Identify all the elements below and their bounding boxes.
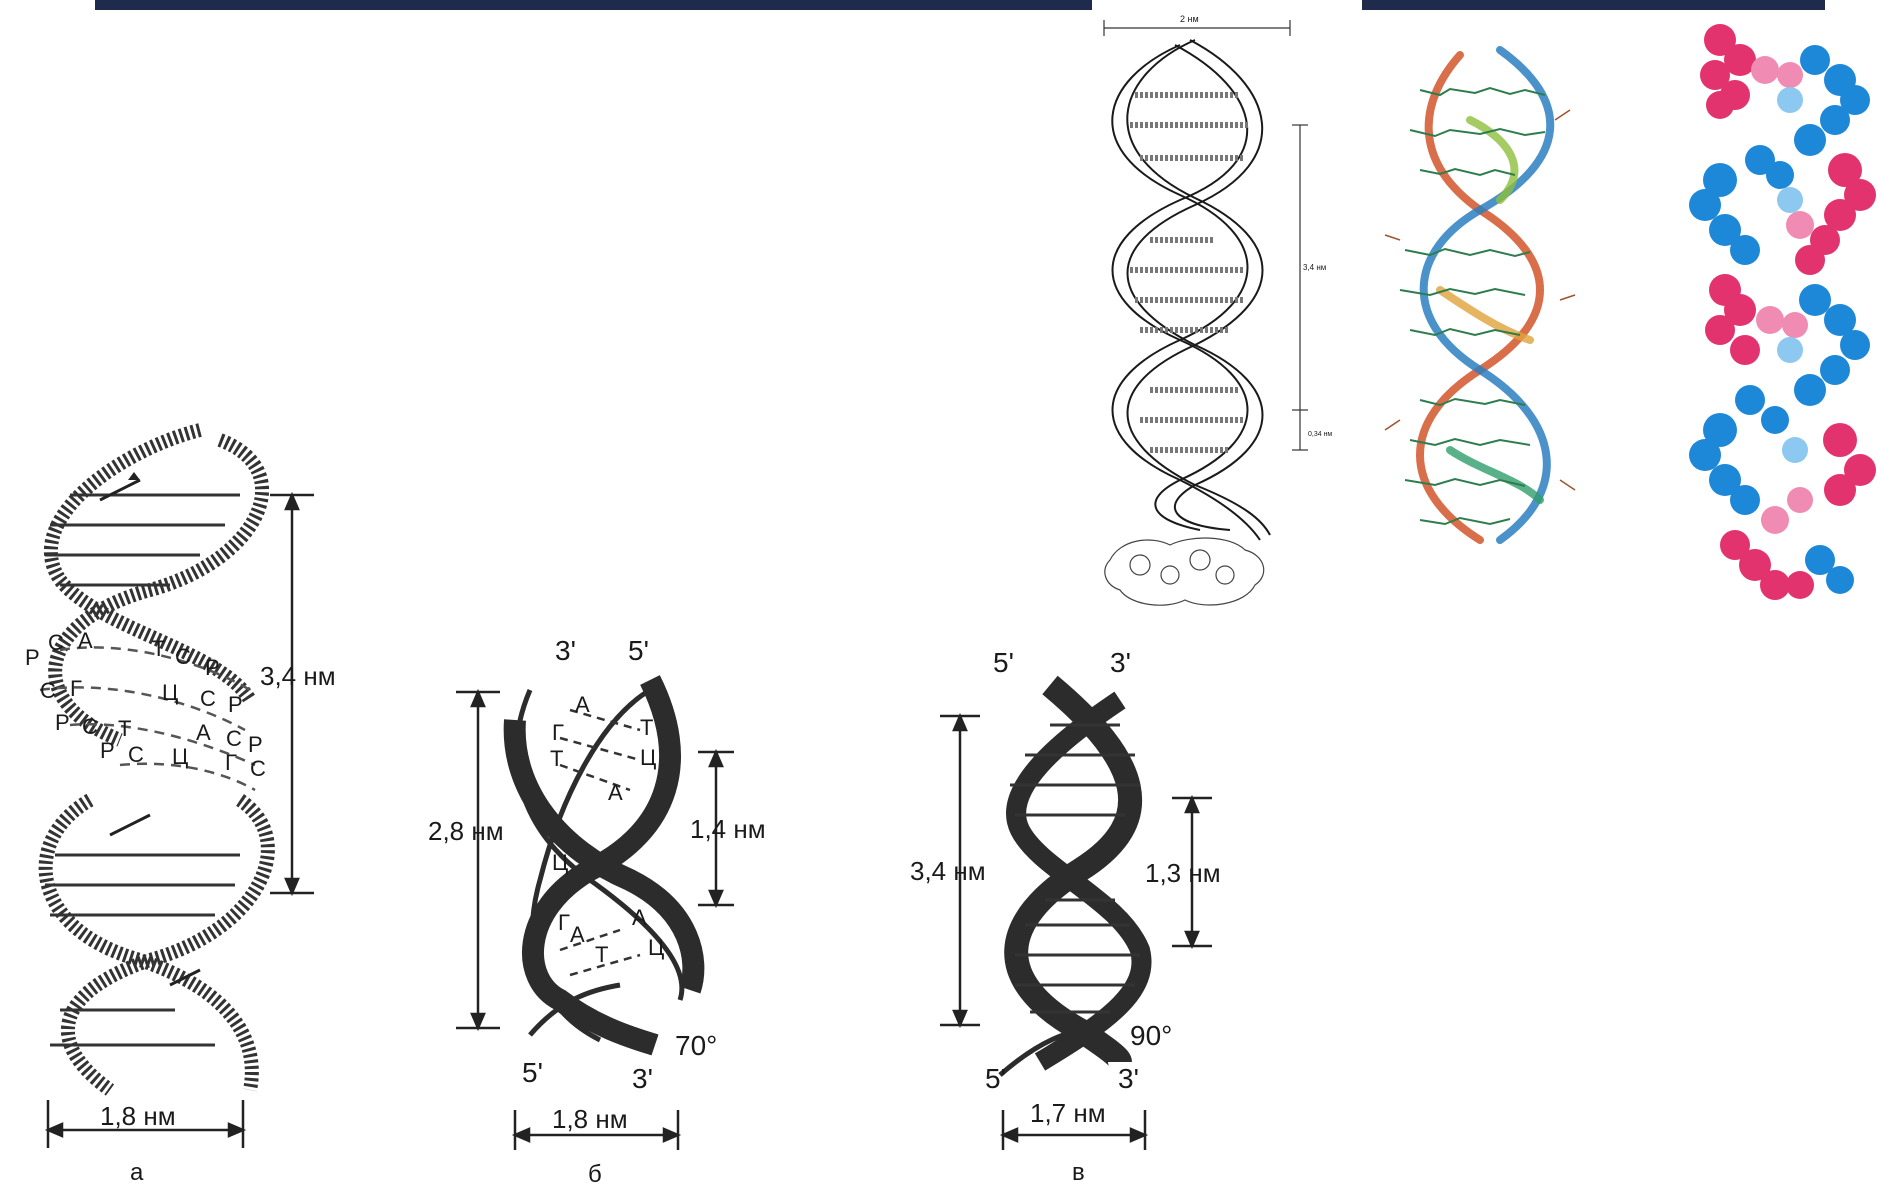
svg-text:А: А <box>632 905 647 930</box>
panel-c-end-bottom-right: 3' <box>1118 1063 1139 1094</box>
panel-b-pitch-dimension <box>456 688 500 1032</box>
svg-text:Г: Г <box>552 720 564 745</box>
panel-c-end-top-left: 5' <box>993 647 1014 678</box>
svg-text:Ц: Ц <box>162 680 178 705</box>
panel-b-helix <box>503 675 705 1056</box>
panel-c-width-label: 1,7 нм <box>1030 1098 1106 1128</box>
panel-c-caption: в <box>1072 1159 1085 1186</box>
panel-b-pitch-label: 2,8 нм <box>428 816 504 846</box>
panel-a-height-label: 3,4 нм <box>260 661 336 691</box>
svg-text:А: А <box>196 720 211 745</box>
panel-b-angle: 70° <box>675 1030 717 1061</box>
panel-a-width-label: 1,8 нм <box>100 1101 176 1131</box>
svg-text:Ц: Ц <box>648 935 664 960</box>
panel-b-width-label: 1,8 нм <box>552 1104 628 1134</box>
panel-b-end-bottom-right: 3' <box>632 1063 653 1094</box>
ribbon-dna-model: 2 нм 3,4 нм 0,34 нм <box>1092 0 1362 620</box>
svg-text:Ц: Ц <box>172 744 188 769</box>
panel-c-angle: 90° <box>1130 1020 1172 1051</box>
panel-c-half-dimension <box>1172 794 1212 950</box>
panel-c-end-top-right: 3' <box>1110 647 1131 678</box>
space-filling-dna-model <box>1689 24 1876 600</box>
svg-text:Р: Р <box>100 738 115 763</box>
svg-text:Т: Т <box>640 715 653 740</box>
svg-text:С: С <box>250 756 266 781</box>
panel-c-half-label: 1,3 нм <box>1145 858 1221 888</box>
ribbon-small-label: 0,34 нм <box>1308 431 1332 438</box>
ribbon-top-label: 2 нм <box>1180 14 1199 24</box>
svg-text:Г: Г <box>558 910 570 935</box>
panel-b-end-bottom-left: 5' <box>522 1057 543 1088</box>
svg-text:Ц: Ц <box>640 745 656 770</box>
svg-text:Т: Т <box>152 636 165 661</box>
panel-c-pitch-dimension <box>940 712 980 1029</box>
svg-text:Р: Р <box>205 655 220 680</box>
svg-text:С: С <box>128 742 144 767</box>
ribbon-side-label: 3,4 нм <box>1303 263 1326 272</box>
svg-text:С: С <box>82 714 98 739</box>
panel-b-width-dimension <box>511 1110 682 1150</box>
svg-text:Р: Р <box>25 645 40 670</box>
panel-b-end-top-left: 3' <box>555 635 576 666</box>
stick-dna-model <box>1384 46 1576 544</box>
panel-b-end-top-right: 5' <box>628 635 649 666</box>
svg-text:А: А <box>608 780 623 805</box>
svg-text:Т: Т <box>595 942 608 967</box>
panel-a-caption: а <box>130 1159 144 1186</box>
panel-c-pitch-label: 3,4 нм <box>910 856 986 886</box>
panel-b-bases: А Т Г Ц Т А Ц Г А Т А Ц <box>550 692 664 967</box>
svg-text:А: А <box>575 692 590 717</box>
svg-text:Г: Г <box>70 676 82 701</box>
panel-c-width-dimension <box>999 1110 1149 1150</box>
panel-a-helix <box>38 423 275 1096</box>
svg-text:Р: Р <box>55 710 70 735</box>
svg-text:С: С <box>200 686 216 711</box>
svg-text:С: С <box>175 644 191 669</box>
svg-text:Г: Г <box>225 750 237 775</box>
panel-b-half-dimension <box>698 748 734 909</box>
panel-c-end-bottom-left: 5' <box>985 1063 1006 1094</box>
svg-text:С: С <box>48 630 64 655</box>
svg-text:Р: Р <box>228 692 243 717</box>
svg-text:Т: Т <box>550 746 563 771</box>
svg-text:А: А <box>78 628 93 653</box>
svg-text:С: С <box>40 678 56 703</box>
panel-a-width-dimension <box>44 1100 247 1148</box>
panel-c-helix <box>998 675 1152 1077</box>
svg-text:Т: Т <box>118 716 131 741</box>
panel-a-bases: Р С А Т С Р С Г Ц С Р Р С Т А С Р Р С Ц … <box>25 628 266 781</box>
panel-a-height-dimension <box>270 491 314 897</box>
svg-text:Ц: Ц <box>552 850 568 875</box>
svg-text:Р: Р <box>248 732 263 757</box>
header-bar <box>95 0 1825 10</box>
svg-text:А: А <box>570 922 585 947</box>
panel-b-half-label: 1,4 нм <box>690 814 766 844</box>
svg-text:С: С <box>226 726 242 751</box>
panel-b-caption: б <box>588 1161 602 1186</box>
